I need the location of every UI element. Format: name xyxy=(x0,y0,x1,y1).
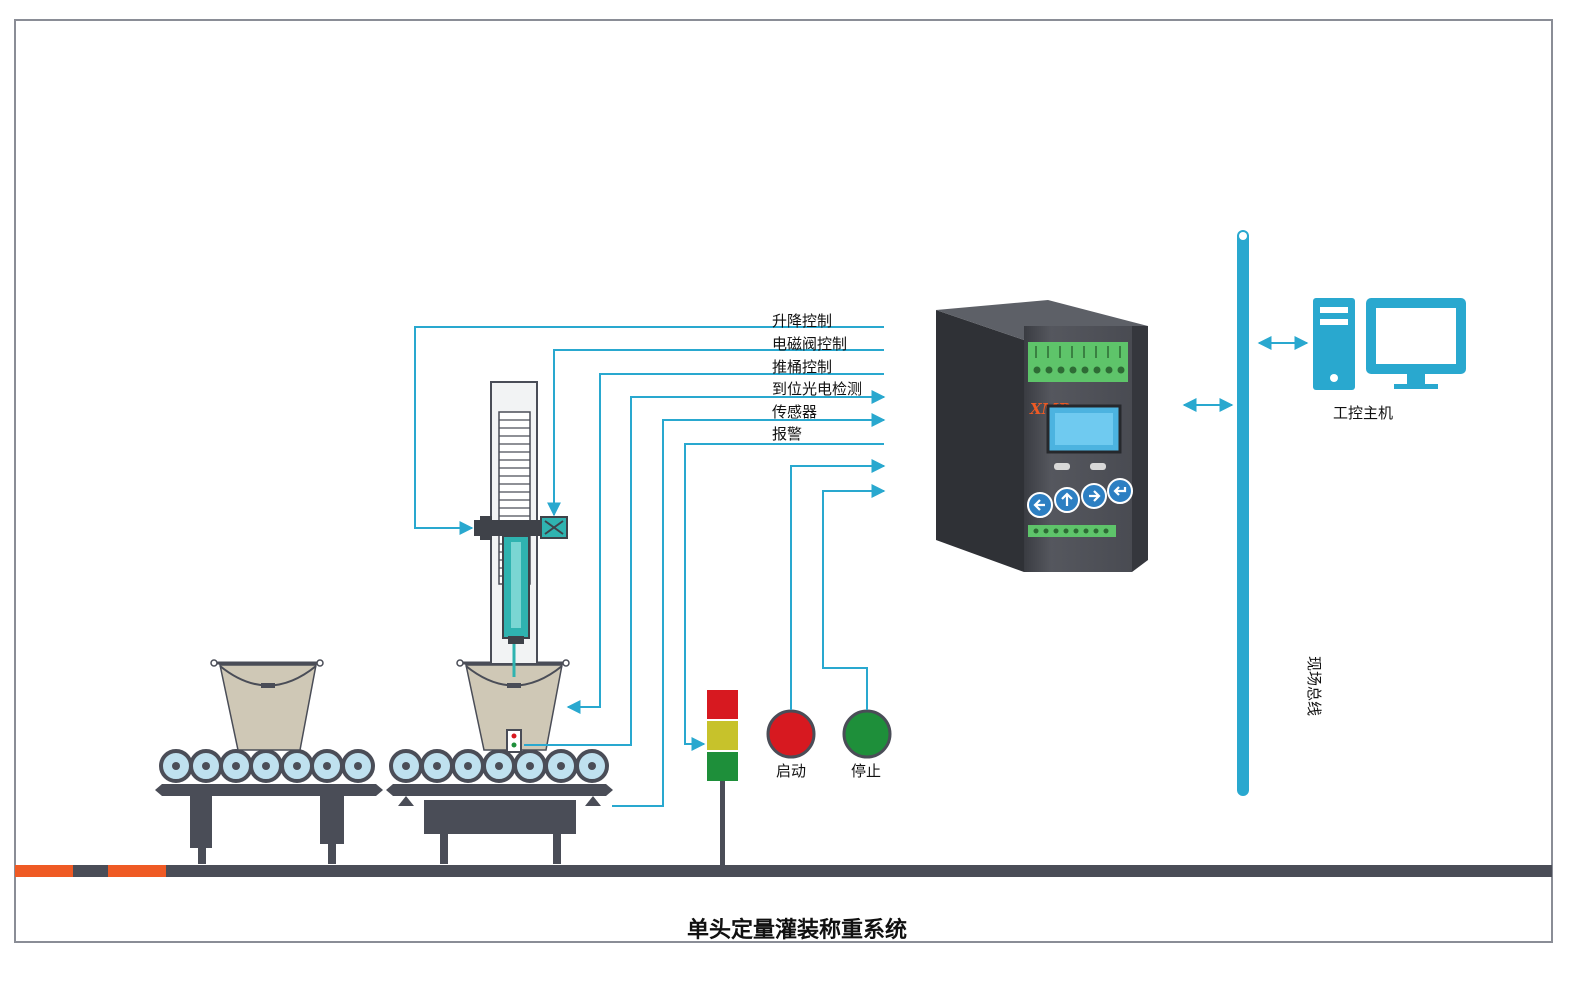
line-alarm xyxy=(684,443,884,751)
label-stop: 停止 xyxy=(851,762,882,780)
rollers-left xyxy=(159,749,375,783)
solenoid-valve-icon xyxy=(540,516,568,539)
line-push xyxy=(566,373,884,714)
label-push-control: 推桶控制 xyxy=(772,358,833,376)
diagram-title: 单头定量灌装称重系统 xyxy=(686,918,907,943)
line-valve xyxy=(547,349,884,517)
weighing-controller-device: XMP xyxy=(936,300,1148,572)
industrial-computer-icon xyxy=(1313,298,1466,390)
label-sensor: 传感器 xyxy=(772,403,818,421)
stop-button-icon xyxy=(842,709,892,759)
label-host: 工控主机 xyxy=(1333,404,1394,422)
label-alarm: 报警 xyxy=(772,425,803,443)
line-stop xyxy=(822,484,886,710)
signal-lines xyxy=(414,326,1309,807)
line-start xyxy=(790,459,886,710)
label-field-bus: 现场总线 xyxy=(1305,656,1323,717)
label-lift-control: 升降控制 xyxy=(772,312,833,330)
label-valve-control: 电磁阀控制 xyxy=(772,335,848,353)
label-start: 启动 xyxy=(776,762,807,780)
field-bus xyxy=(1237,230,1249,796)
conveyor-left xyxy=(155,749,383,864)
bucket-left xyxy=(210,659,324,751)
ground-bar xyxy=(15,865,1552,877)
conveyor-right xyxy=(386,749,613,864)
outer-frame xyxy=(14,19,1553,943)
rollers-right xyxy=(389,749,609,783)
line-lift xyxy=(414,326,884,535)
photoelectric-sensor xyxy=(506,729,522,753)
label-photo-detect: 到位光电检测 xyxy=(772,380,863,398)
line-photo xyxy=(524,390,886,746)
start-button-icon xyxy=(766,709,816,759)
line-sensor xyxy=(612,413,886,807)
signal-tower-light xyxy=(707,690,738,865)
